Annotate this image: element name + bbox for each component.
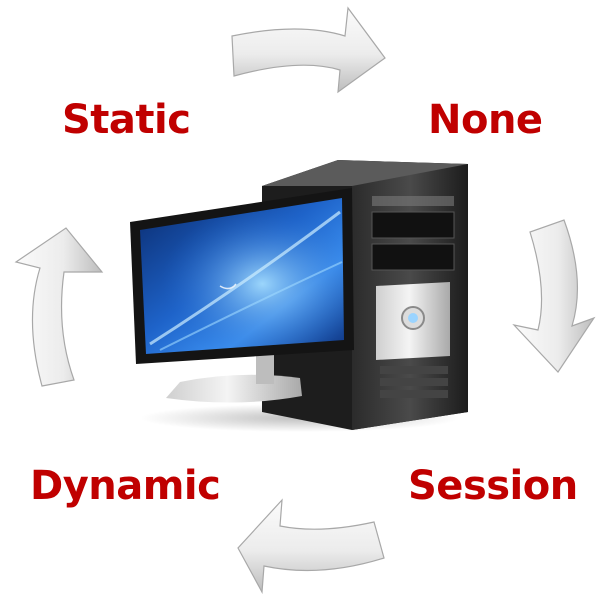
label-session: Session (408, 463, 578, 509)
label-none: None (428, 97, 543, 143)
cycle-arrow-up-icon (14, 227, 104, 387)
label-static: Static (62, 97, 191, 143)
desktop-computer-icon (130, 160, 468, 432)
cycle-arrow-left-icon (237, 498, 385, 595)
label-dynamic: Dynamic (30, 463, 221, 509)
cycle-arrow-right-icon (231, 6, 386, 94)
cycle-arrow-down-icon (512, 219, 596, 373)
computer-monitor (130, 188, 354, 403)
